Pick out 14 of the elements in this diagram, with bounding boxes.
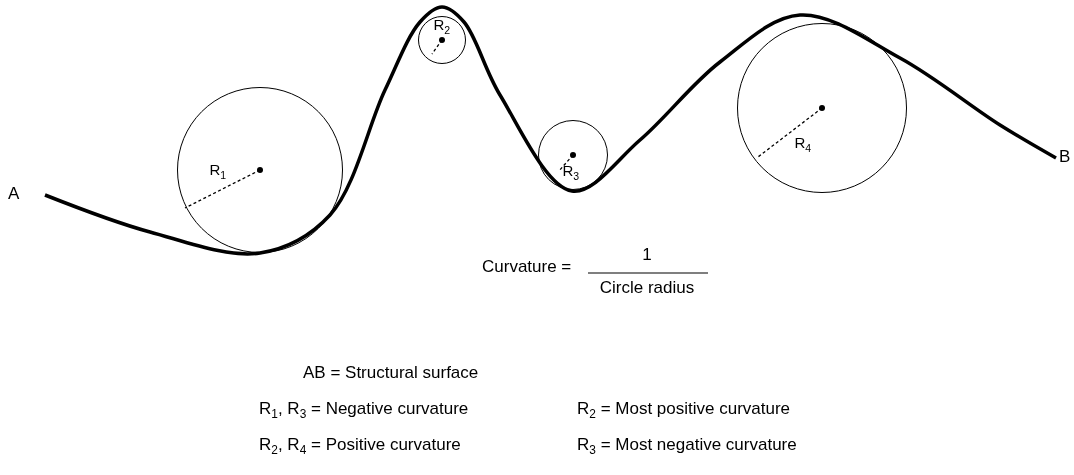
radius-label: R$_{3}$ (562, 163, 580, 179)
legend-note: R$_{1}$, R$_{3}$ = Negative curvature (259, 400, 469, 419)
formula-text: Curvature = (482, 258, 572, 277)
radius-label: R$_{4}$ (794, 135, 812, 151)
legend-note: R$_{3}$ = Most negative curvature (577, 436, 797, 455)
legend-note: AB = Structural surface (303, 364, 479, 383)
legend-note: R$_{2}$ = Most positive curvature (577, 400, 791, 419)
formula-numerator: 1 (642, 246, 652, 265)
point-label: A (8, 185, 20, 204)
radius-label: R$_{1}$ (209, 162, 227, 178)
legend-note: R$_{2}$, R$_{4}$ = Positive curvature (259, 436, 461, 455)
formula-denominator: Circle radius (599, 279, 695, 298)
point-label: B (1059, 148, 1071, 167)
radius-label: R$_{2}$ (433, 17, 451, 33)
